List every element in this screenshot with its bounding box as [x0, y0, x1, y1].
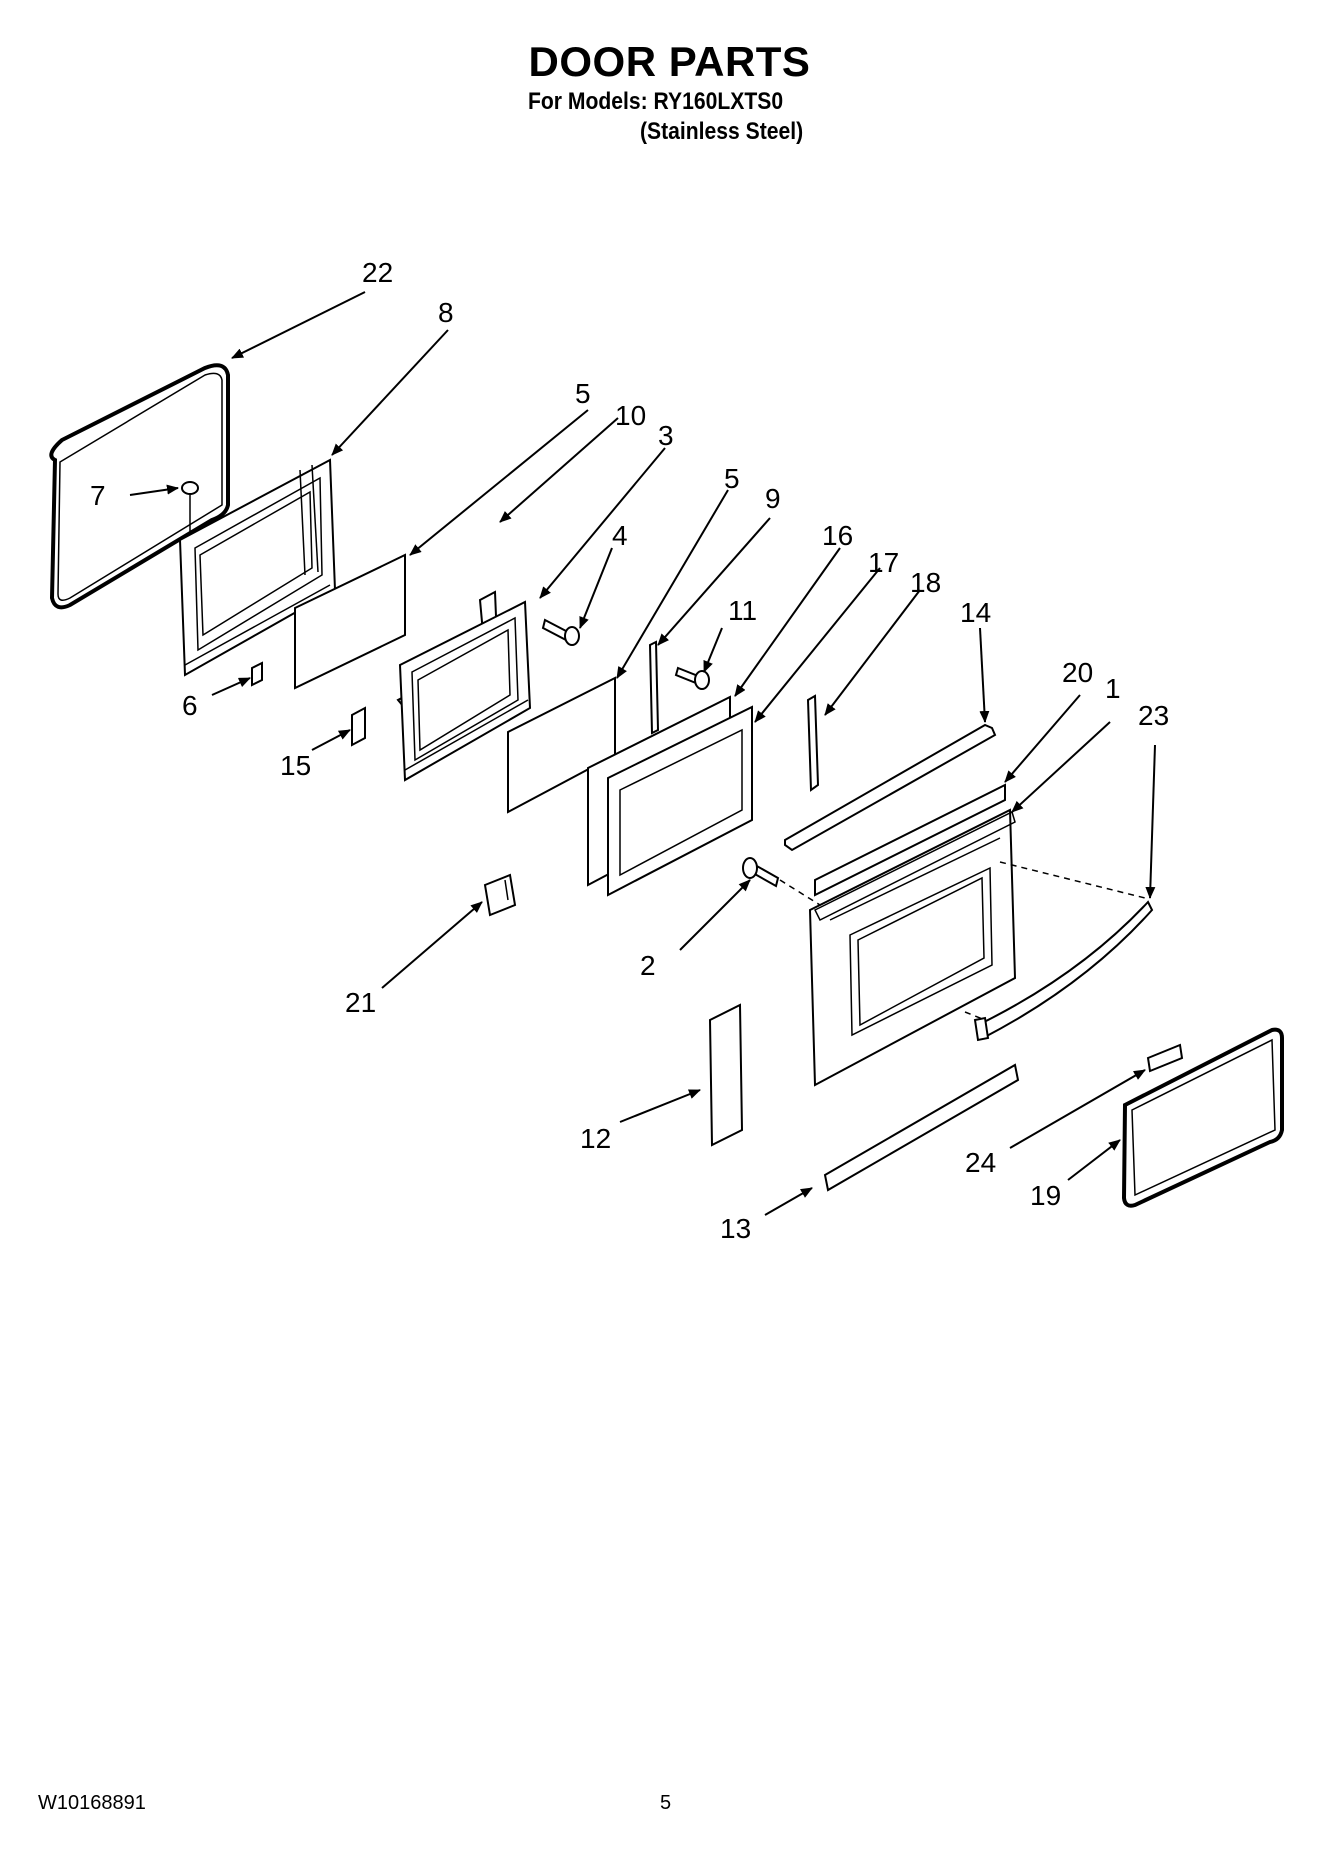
callout-3: 3: [658, 420, 674, 451]
callout-12: 12: [580, 1123, 611, 1154]
part-6-clip: [251, 661, 263, 687]
part-17-glass-frame: [607, 705, 753, 897]
callout-labels: 22 8 5 10 3 4 5 9 11 16 17 18 14 20 1 23…: [90, 257, 1169, 1244]
page-number: 5: [660, 1792, 672, 1814]
part-11-screw: [674, 666, 710, 690]
callout-2: 2: [640, 950, 656, 981]
part-22-door-gasket: [49, 363, 230, 610]
part-24-label: [1146, 1043, 1184, 1073]
callout-18: 18: [910, 567, 941, 598]
callout-5: 5: [575, 378, 591, 409]
page-title: DOOR PARTS: [528, 38, 811, 85]
callout-16: 16: [822, 520, 853, 551]
part-9-hinge-strip: [648, 640, 660, 735]
callout-19: 19: [1030, 1180, 1061, 1211]
callout-11: 11: [728, 595, 757, 626]
callout-1: 1: [1105, 673, 1121, 704]
callout-23: 23: [1138, 700, 1169, 731]
callout-15: 15: [280, 750, 311, 781]
part-2-screw: [742, 857, 821, 906]
callout-24: 24: [965, 1147, 996, 1178]
callout-7: 7: [90, 480, 106, 511]
callout-21: 21: [345, 987, 376, 1018]
part-12-side-panel: [708, 1003, 744, 1147]
part-7-washer: [181, 481, 199, 540]
callout-13: 13: [720, 1213, 751, 1244]
part-19-gasket: [1121, 1027, 1284, 1208]
part-18-bracket: [806, 694, 820, 792]
part-21-clip: [483, 873, 517, 917]
callout-14: 14: [960, 597, 991, 628]
models-line: For Models: RY160LXTS0: [528, 88, 784, 115]
callout-10: 10: [615, 400, 646, 431]
callout-5-second: 5: [724, 463, 740, 494]
part-14-top-trim: [784, 723, 997, 852]
part-20-vent-strip: [814, 783, 1006, 897]
part-23-handle: [964, 861, 1154, 1042]
part-1-outer-door: [808, 808, 1017, 1087]
leader-lines: [129, 291, 1156, 1216]
part-3-glass-frame: [398, 600, 532, 782]
callout-20: 20: [1062, 657, 1093, 688]
callout-22: 22: [362, 257, 393, 288]
document-number: W10168891: [38, 1792, 146, 1814]
callout-17: 17: [868, 547, 899, 578]
callout-6: 6: [182, 690, 198, 721]
part-13-bottom-trim: [823, 1063, 1020, 1192]
callout-9: 9: [765, 483, 781, 514]
callout-8: 8: [438, 297, 454, 328]
part-15-spacer: [351, 706, 366, 747]
finish-line: (Stainless Steel): [640, 118, 804, 145]
part-4-screw: [541, 618, 580, 646]
callout-4: 4: [612, 520, 628, 551]
part-5-glass-pane-inner: [294, 553, 406, 690]
